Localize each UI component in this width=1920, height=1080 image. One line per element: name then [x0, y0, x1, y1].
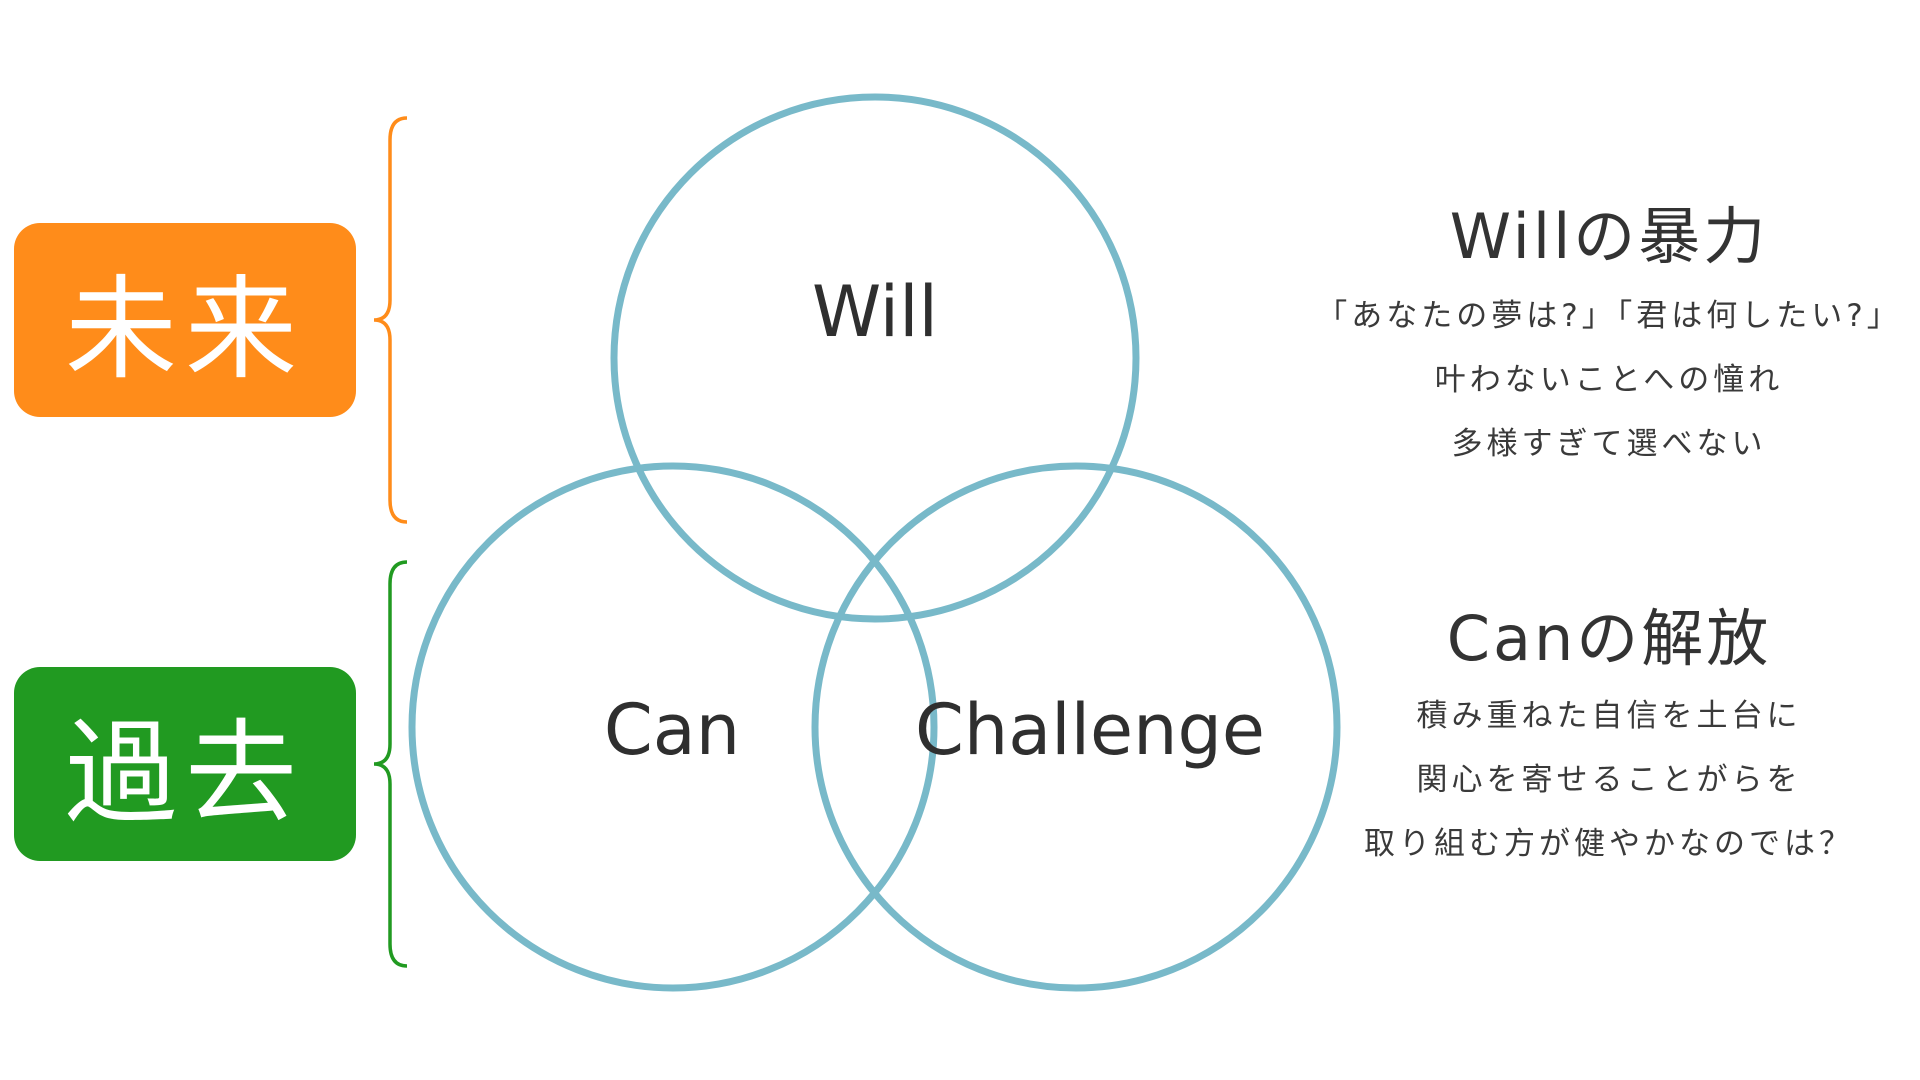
will-line: 叶わないことへの憧れ: [1434, 362, 1784, 398]
can-line: 関心を寄せることがらを: [1416, 762, 1802, 798]
past-label: 過去: [65, 709, 305, 839]
can-line: 積み重ねた自信を土台に: [1416, 698, 1802, 734]
will-line: 多様すぎて選べない: [1451, 426, 1767, 462]
past-brace: [373, 560, 408, 968]
will-section: Willの暴力 「あなたの夢は?」「君は何したい?」 叶わないことへの憧れ 多様…: [1316, 186, 1901, 476]
can-label: Can: [603, 689, 741, 771]
will-line: 「あなたの夢は?」「君は何したい?」: [1316, 298, 1902, 334]
can-circle: [408, 462, 938, 992]
will-label: Will: [811, 271, 939, 353]
challenge-label: Challenge: [915, 689, 1265, 771]
challenge-circle: [811, 462, 1341, 992]
can-line: 取り組む方が健やかなのでは？: [1364, 826, 1854, 862]
future-brace: [373, 116, 408, 524]
future-label: 未来: [65, 265, 305, 395]
will-section-title: Willの暴力: [1449, 200, 1769, 273]
past-label-box: 過去: [14, 667, 356, 861]
future-label-box: 未来: [14, 223, 356, 417]
can-section: Canの解放 積み重ねた自信を土台に 関心を寄せることがらを 取り組む方が健やか…: [1364, 588, 1854, 876]
can-section-title: Canの解放: [1446, 602, 1772, 675]
will-circle: [610, 93, 1140, 623]
